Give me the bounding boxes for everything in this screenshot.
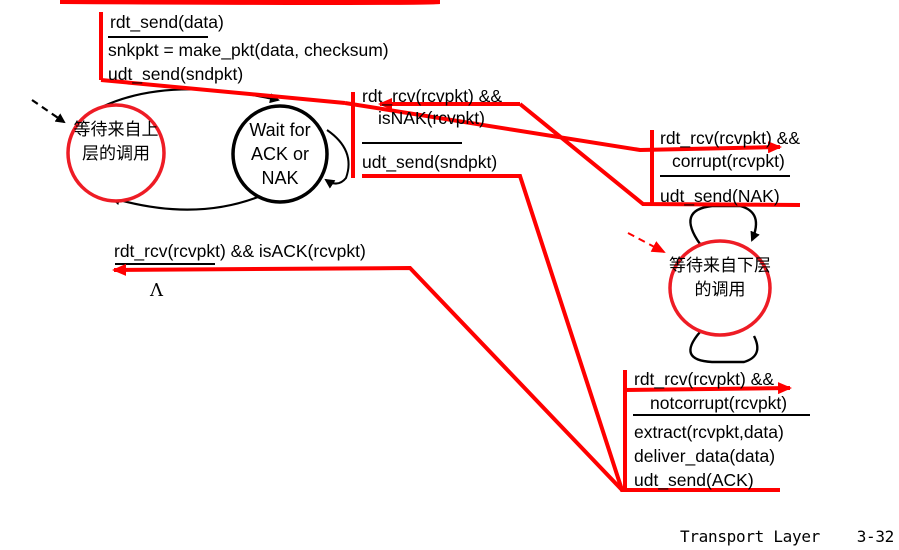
state-wait-call-above: 等待来自上层的调用 xyxy=(73,120,159,164)
red-stroke-6 xyxy=(624,382,792,395)
label-ok-action-3: udt_send(ACK) xyxy=(634,470,754,490)
label-send-action-2: udt_send(sndpkt) xyxy=(108,64,244,84)
label-ok-action-1: extract(rcvpkt,data) xyxy=(634,422,784,442)
label-send-action-1: snkpkt = make_pkt(data, checksum) xyxy=(108,40,389,60)
label-send-event: rdt_send(data) xyxy=(110,12,224,32)
label-nak-event-2: isNAK(rcvpkt) xyxy=(378,108,485,128)
state-circle-wait-below xyxy=(668,239,772,337)
footer-section: Transport Layer xyxy=(680,527,820,546)
red-stroke-3 xyxy=(518,102,801,207)
transition-ack xyxy=(110,190,271,211)
top-red-strip xyxy=(60,0,440,5)
initial-arrow-sender xyxy=(31,99,66,124)
footer-page: 3-32 xyxy=(856,527,895,546)
state-wait-call-below: 等待来自下层的调用 xyxy=(669,256,771,300)
red-stroke-5 xyxy=(362,174,780,492)
label-nak-event-1: rdt_rcv(rcvpkt) && xyxy=(362,86,503,106)
initial-arrow-receiver xyxy=(627,232,666,253)
state-circle-wait-above xyxy=(66,103,166,203)
label-ok-event-1: rdt_rcv(rcvpkt) && xyxy=(634,369,775,389)
selfloop-corrupt xyxy=(689,204,760,245)
label-corrupt-event-1: rdt_rcv(rcvpkt) && xyxy=(660,128,801,148)
label-ok-action-2: deliver_data(data) xyxy=(634,446,776,466)
footer: Transport Layer 3-32 xyxy=(680,527,894,546)
label-ack-event: rdt_rcv(rcvpkt) && isACK(rcvpkt) xyxy=(114,241,366,261)
state-wait-ack-nak: Wait for ACK or NAK xyxy=(249,120,311,188)
label-corrupt-event-2: corrupt(rcvpkt) xyxy=(672,151,785,171)
selfloop-nak xyxy=(324,129,350,189)
selfloop-ok xyxy=(689,331,759,364)
red-stroke-2 xyxy=(344,101,782,154)
red-stroke-1 xyxy=(100,78,346,105)
transition-send xyxy=(103,88,280,108)
label-ack-action: Λ xyxy=(150,280,163,301)
label-ok-event-2: notcorrupt(rcvpkt) xyxy=(650,393,788,413)
red-stroke-7 xyxy=(112,263,624,492)
state-circle-wait-ack xyxy=(231,104,329,204)
label-nak-action: udt_send(sndpkt) xyxy=(362,152,498,172)
label-corrupt-action: udt_send(NAK) xyxy=(660,186,780,206)
